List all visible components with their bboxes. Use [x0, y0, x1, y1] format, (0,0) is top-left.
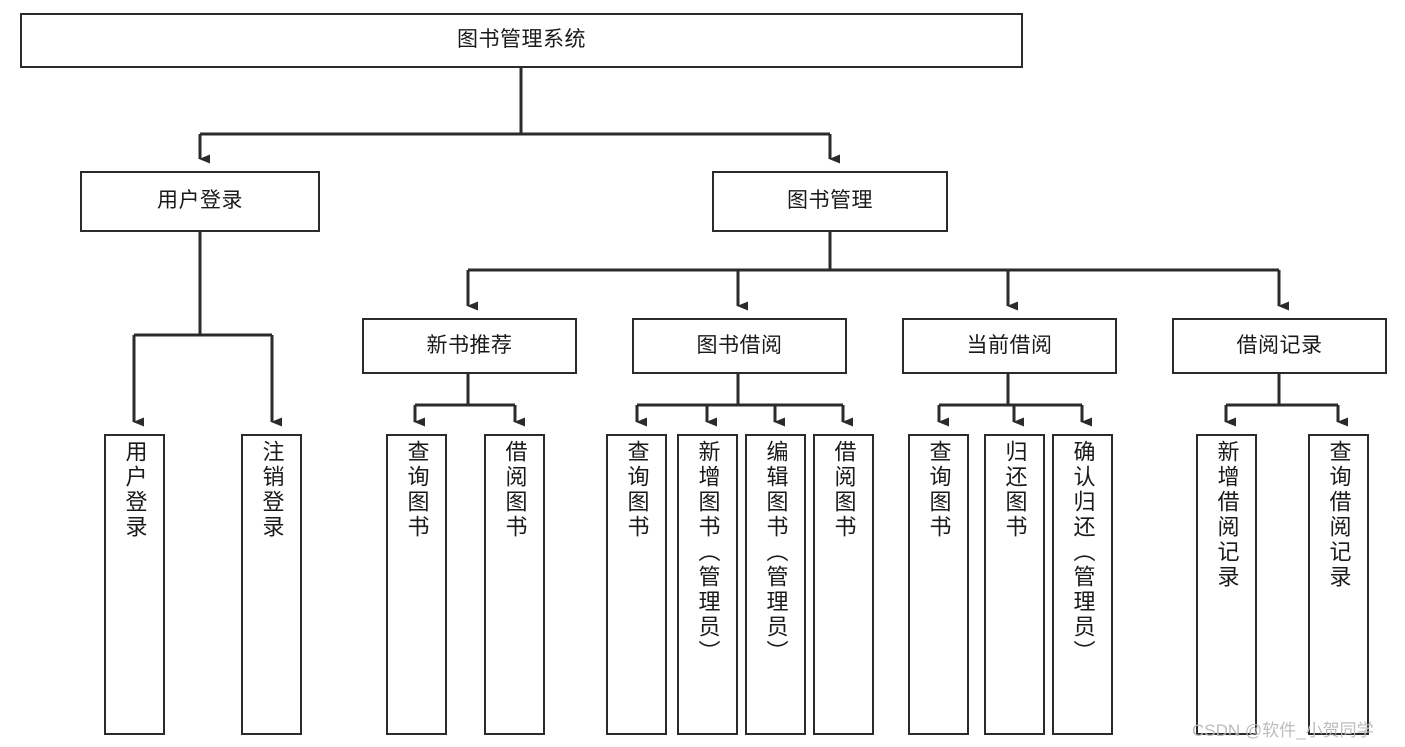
node-user-login-label: 用户登录	[157, 189, 243, 213]
node-book-borrow[interactable]: 图书借阅	[632, 318, 847, 374]
node-leaf-query-book-1-label: 查询图书	[404, 440, 430, 540]
node-current-borrow-label: 当前借阅	[966, 333, 1053, 357]
node-current-borrow[interactable]: 当前借阅	[902, 318, 1117, 374]
node-leaf-confirm-return[interactable]: 确认归还（管理员）	[1052, 434, 1113, 735]
node-leaf-add-book-label: 新增图书（管理员）	[695, 440, 721, 665]
node-leaf-return-book[interactable]: 归还图书	[984, 434, 1045, 735]
node-leaf-query-book-2-label: 查询图书	[624, 440, 650, 540]
node-leaf-edit-book[interactable]: 编辑图书（管理员）	[745, 434, 806, 735]
node-borrow-record-label: 借阅记录	[1236, 333, 1323, 357]
node-book-manage[interactable]: 图书管理	[712, 171, 948, 232]
node-book-manage-label: 图书管理	[787, 189, 873, 213]
node-root-system[interactable]: 图书管理系统	[20, 13, 1023, 68]
node-book-borrow-label: 图书借阅	[696, 333, 783, 357]
node-leaf-query-book-2[interactable]: 查询图书	[606, 434, 667, 735]
node-borrow-record[interactable]: 借阅记录	[1172, 318, 1387, 374]
node-leaf-return-book-label: 归还图书	[1002, 440, 1028, 540]
node-leaf-query-book-1[interactable]: 查询图书	[386, 434, 447, 735]
node-leaf-confirm-return-label: 确认归还（管理员）	[1070, 440, 1096, 665]
node-leaf-borrow-book-2[interactable]: 借阅图书	[813, 434, 874, 735]
node-leaf-add-book[interactable]: 新增图书（管理员）	[677, 434, 738, 735]
node-leaf-user-login[interactable]: 用户登录	[104, 434, 165, 735]
node-user-login[interactable]: 用户登录	[80, 171, 320, 232]
node-leaf-add-borrow-record-label: 新增借阅记录	[1214, 440, 1240, 590]
node-leaf-query-book-3[interactable]: 查询图书	[908, 434, 969, 735]
node-new-book-recommend-label: 新书推荐	[426, 333, 513, 357]
node-new-book-recommend[interactable]: 新书推荐	[362, 318, 577, 374]
node-leaf-user-login-label: 用户登录	[122, 440, 148, 540]
node-leaf-logout[interactable]: 注销登录	[241, 434, 302, 735]
node-leaf-query-borrow-record-label: 查询借阅记录	[1326, 440, 1352, 590]
node-leaf-borrow-book-2-label: 借阅图书	[831, 440, 857, 540]
node-leaf-add-borrow-record[interactable]: 新增借阅记录	[1196, 434, 1257, 735]
node-leaf-query-book-3-label: 查询图书	[926, 440, 952, 540]
node-leaf-query-borrow-record[interactable]: 查询借阅记录	[1308, 434, 1369, 735]
node-leaf-borrow-book-1-label: 借阅图书	[502, 440, 528, 540]
node-leaf-borrow-book-1[interactable]: 借阅图书	[484, 434, 545, 735]
node-leaf-logout-label: 注销登录	[259, 440, 285, 540]
node-leaf-edit-book-label: 编辑图书（管理员）	[763, 440, 789, 665]
node-root-system-label: 图书管理系统	[457, 28, 586, 52]
